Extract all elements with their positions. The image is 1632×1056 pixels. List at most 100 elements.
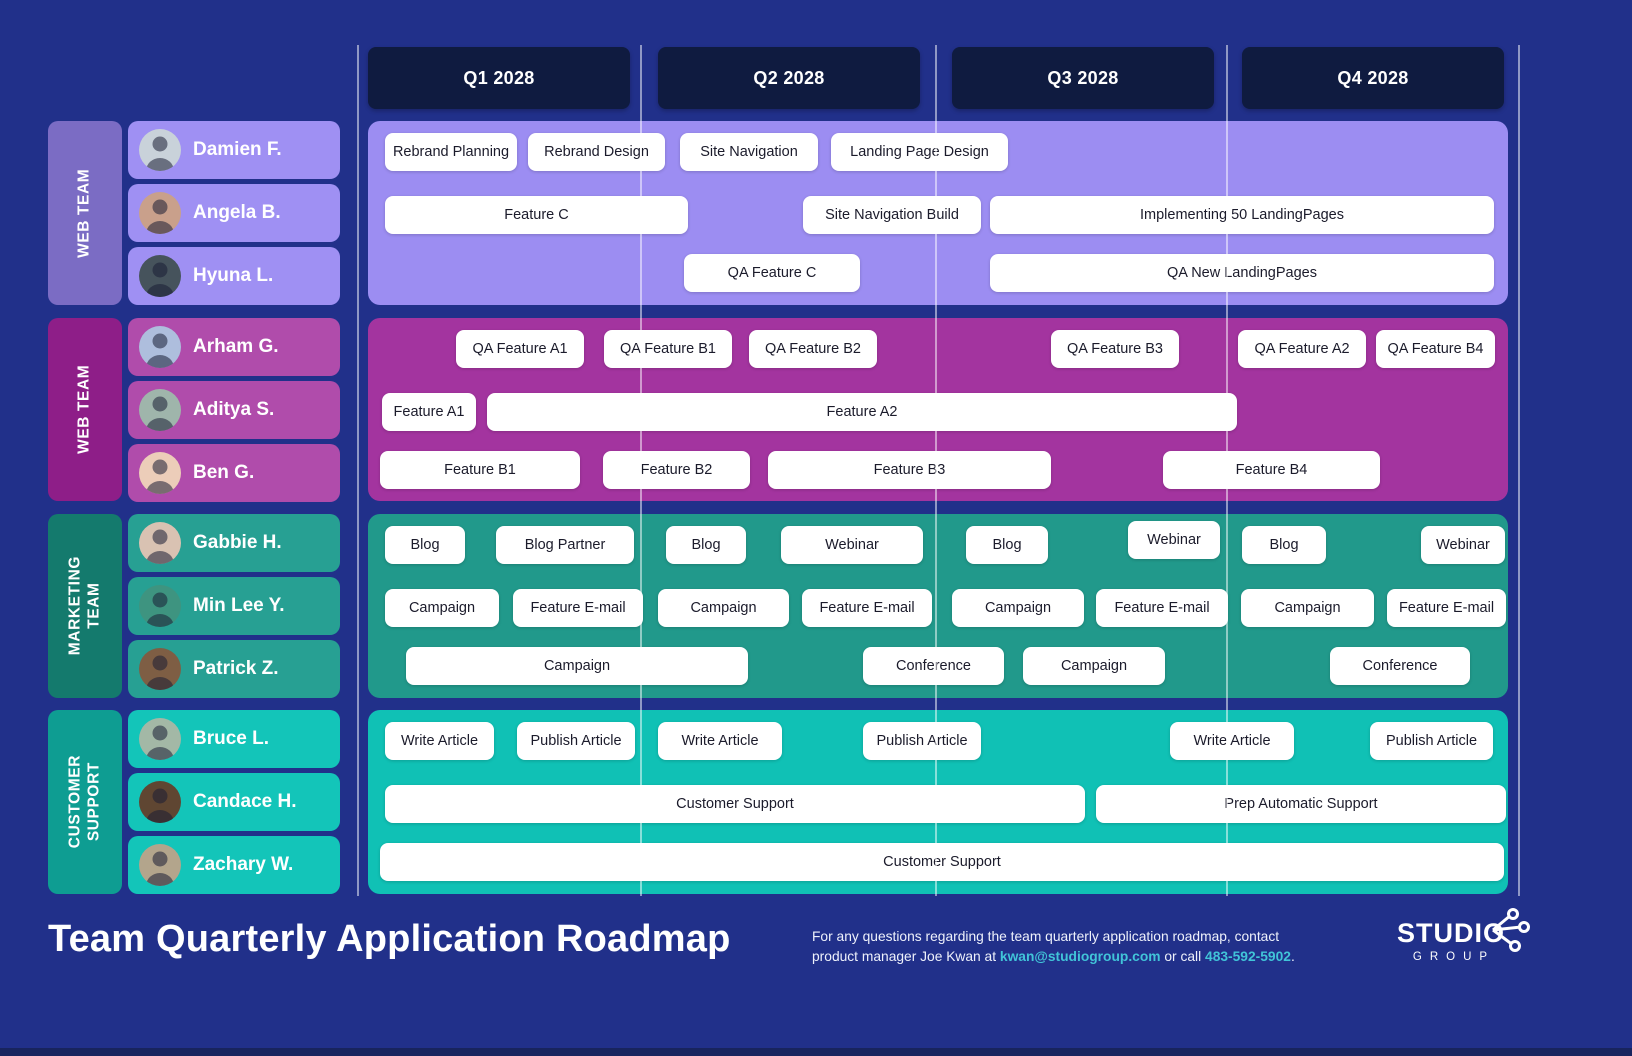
- quarter-header-4: Q4 2028: [1242, 47, 1504, 109]
- task-pill-marketing-team: Blog: [1242, 526, 1326, 564]
- task-pill-marketing-team: Blog: [966, 526, 1048, 564]
- contact-line-2-prefix: product manager Joe Kwan at: [812, 948, 1000, 964]
- bottom-edge-strip: [0, 1048, 1632, 1056]
- team-label-text: CUSTOMER SUPPORT: [66, 755, 102, 849]
- contact-line-2-suffix: .: [1290, 948, 1295, 964]
- team-label-text: MARKETING TEAM: [66, 556, 102, 656]
- team-label-text: WEB TEAM: [75, 168, 93, 258]
- task-pill-web-team-2: QA Feature B3: [1051, 330, 1179, 368]
- task-pill-web-team-1: QA Feature C: [684, 254, 860, 292]
- avatar: [139, 326, 181, 368]
- network-nodes-icon: [1492, 908, 1530, 952]
- task-pill-web-team-1: Feature C: [385, 196, 688, 234]
- member-pill-web-team-2-1: Aditya S.: [128, 381, 340, 439]
- member-name: Ben G.: [193, 462, 255, 483]
- task-pill-web-team-1: Landing Page Design: [831, 133, 1008, 171]
- avatar: [139, 129, 181, 171]
- member-pill-customer-support-2: Zachary W.: [128, 836, 340, 894]
- task-pill-customer-support: Write Article: [1170, 722, 1294, 760]
- task-pill-web-team-1: Rebrand Planning: [385, 133, 517, 171]
- member-name: Angela B.: [193, 202, 281, 223]
- member-name: Gabbie H.: [193, 532, 282, 553]
- contact-email-link[interactable]: kwan@studiogroup.com: [999, 948, 1161, 964]
- contact-line-2-mid: or call: [1160, 948, 1206, 964]
- member-name: Arham G.: [193, 336, 279, 357]
- task-pill-customer-support: Write Article: [385, 722, 494, 760]
- task-pill-marketing-team: Feature E-mail: [513, 589, 643, 627]
- team-label-web-team-2: WEB TEAM: [48, 318, 122, 501]
- task-pill-marketing-team: Blog: [666, 526, 746, 564]
- team-label-customer-support: CUSTOMER SUPPORT: [48, 710, 122, 894]
- task-pill-web-team-2: QA Feature A2: [1238, 330, 1366, 368]
- task-pill-web-team-2: Feature B1: [380, 451, 580, 489]
- task-pill-marketing-team: Conference: [1330, 647, 1470, 685]
- task-pill-customer-support: Customer Support: [385, 785, 1085, 823]
- team-label-web-team-1: WEB TEAM: [48, 121, 122, 305]
- contact-line-2: product manager Joe Kwan at kwan@studiog…: [812, 947, 1332, 967]
- quarter-header-2: Q2 2028: [658, 47, 920, 109]
- member-pill-marketing-team-0: Gabbie H.: [128, 514, 340, 572]
- avatar: [139, 522, 181, 564]
- logo-main-text: STUDIO: [1396, 918, 1505, 948]
- team-label-text: WEB TEAM: [75, 364, 93, 455]
- avatar: [139, 648, 181, 690]
- task-pill-customer-support: Prep Automatic Support: [1096, 785, 1506, 823]
- quarter-separator-line-2: [935, 45, 937, 896]
- member-name: Aditya S.: [193, 399, 275, 420]
- task-pill-marketing-team: Feature E-mail: [1096, 589, 1228, 627]
- member-pill-marketing-team-2: Patrick Z.: [128, 640, 340, 698]
- task-pill-web-team-1: QA New LandingPages: [990, 254, 1494, 292]
- task-pill-web-team-2: QA Feature A1: [456, 330, 584, 368]
- member-name: Min Lee Y.: [193, 595, 285, 616]
- task-pill-marketing-team: Webinar: [1128, 521, 1220, 559]
- member-pill-web-team-1-1: Angela B.: [128, 184, 340, 242]
- task-pill-marketing-team: Blog Partner: [496, 526, 634, 564]
- quarter-separator-line-3: [1226, 45, 1228, 896]
- task-pill-marketing-team: Campaign: [406, 647, 748, 685]
- task-pill-web-team-2: Feature A2: [487, 393, 1237, 431]
- contact-phone-link[interactable]: 483-592-5902: [1205, 948, 1291, 964]
- quarter-header-3: Q3 2028: [952, 47, 1214, 109]
- task-pill-web-team-1: Implementing 50 LandingPages: [990, 196, 1494, 234]
- task-pill-web-team-2: QA Feature B4: [1376, 330, 1495, 368]
- task-pill-marketing-team: Webinar: [781, 526, 923, 564]
- task-pill-customer-support: Customer Support: [380, 843, 1504, 881]
- member-name: Hyuna L.: [193, 265, 274, 286]
- avatar: [139, 781, 181, 823]
- task-pill-web-team-2: QA Feature B1: [604, 330, 732, 368]
- member-name: Bruce L.: [193, 728, 270, 749]
- task-pill-web-team-1: Site Navigation Build: [803, 196, 981, 234]
- task-pill-web-team-1: Rebrand Design: [528, 133, 665, 171]
- member-pill-web-team-1-2: Hyuna L.: [128, 247, 340, 305]
- member-name: Patrick Z.: [193, 658, 279, 679]
- task-pill-customer-support: Publish Article: [863, 722, 981, 760]
- quarter-separator-line-0: [357, 45, 359, 896]
- task-pill-web-team-2: Feature A1: [382, 393, 476, 431]
- task-pill-web-team-1: Site Navigation: [680, 133, 818, 171]
- task-pill-marketing-team: Campaign: [1023, 647, 1165, 685]
- avatar: [139, 585, 181, 627]
- avatar: [139, 255, 181, 297]
- avatar: [139, 718, 181, 760]
- logo-wordmark: STUDIO: [1396, 908, 1530, 952]
- quarter-header-1: Q1 2028: [368, 47, 630, 109]
- member-name: Damien F.: [193, 139, 282, 160]
- studio-group-logo: STUDIO GROUP: [1386, 908, 1530, 963]
- member-name: Zachary W.: [193, 854, 294, 875]
- task-pill-web-team-2: Feature B3: [768, 451, 1051, 489]
- task-pill-marketing-team: Feature E-mail: [802, 589, 932, 627]
- quarter-separator-line-4: [1518, 45, 1520, 896]
- logo-sub-text: GROUP: [1412, 951, 1496, 963]
- quarter-separator-line-1: [640, 45, 642, 896]
- avatar: [139, 389, 181, 431]
- member-pill-web-team-2-2: Ben G.: [128, 444, 340, 502]
- contact-note: For any questions regarding the team qua…: [812, 927, 1332, 966]
- task-pill-marketing-team: Campaign: [1241, 589, 1374, 627]
- team-label-marketing-team: MARKETING TEAM: [48, 514, 122, 698]
- task-pill-marketing-team: Campaign: [952, 589, 1084, 627]
- member-name: Candace H.: [193, 791, 297, 812]
- avatar: [139, 844, 181, 886]
- task-pill-marketing-team: Conference: [863, 647, 1004, 685]
